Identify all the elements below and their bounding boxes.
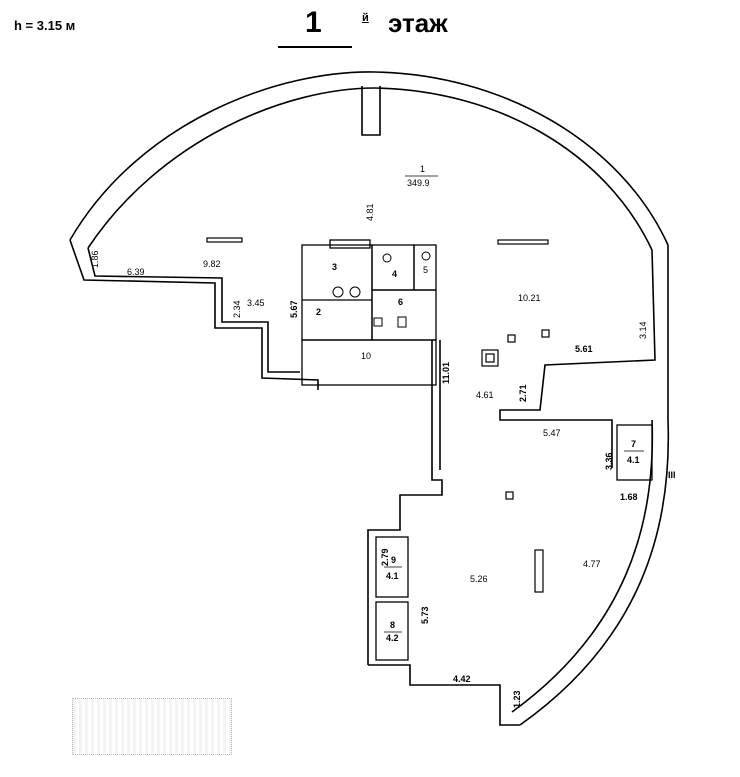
floor-suffix: й [362,12,369,24]
dim-2-79: 2.79 [380,548,390,566]
dim-4-77: 4.77 [583,559,601,569]
floor-underline [278,46,352,48]
room-10-wall [301,339,437,386]
room-8-number: 8 [390,620,395,630]
sink-icon [397,316,407,328]
dim-10-21: 10.21 [518,293,541,303]
room-1-area: 349.9 [407,178,430,188]
room-5-number: 5 [423,265,428,275]
partition-bar [206,237,243,243]
corridor-wall-left [367,340,443,665]
facade-walls [69,71,670,726]
small-rooms [375,424,653,661]
toilet-icon [349,286,361,298]
section-marker: III [668,470,676,480]
dim-1-23: 1.23 [512,690,522,708]
dim-5-73: 5.73 [420,606,430,624]
dim-6-39: 6.39 [127,267,145,277]
dim-3-14: 3.14 [638,321,648,339]
room-8-area: 4.2 [386,633,399,643]
partition-bar [497,239,549,245]
room-9-area: 4.1 [386,571,399,581]
dim-2-34: 2.34 [232,300,242,318]
dim-5-47: 5.47 [543,428,561,438]
service-block [301,239,437,386]
west-wall-inner [87,247,300,373]
column-core [485,353,495,363]
room-10-number: 10 [361,351,371,361]
column-icon [481,349,499,367]
dim-5-26: 5.26 [470,574,488,584]
sanitary-fixtures [332,251,431,328]
dim-4-61: 4.61 [476,390,494,400]
room-9-wall [375,536,409,598]
room-3-wall [301,244,373,341]
partition-bar [534,549,544,593]
room-6-number: 6 [398,297,403,307]
room-9-number: 9 [391,555,396,565]
dim-4-81: 4.81 [365,203,375,221]
room-4-number: 4 [392,269,397,279]
interior-features [206,237,550,593]
ceiling-height-label: h = 3.15 м [14,18,76,33]
floor-title: этаж [388,8,448,38]
room-7-number: 7 [631,439,636,449]
south-arc-outer [519,419,670,726]
partition [329,239,371,249]
room-3-number: 3 [332,262,337,272]
room-7-wall [616,424,653,481]
dim-2-71: 2.71 [518,384,528,402]
room-4-wall [371,244,415,291]
east-wall [499,249,656,468]
room-8-wall [375,601,409,661]
dim-11-01: 11.01 [441,362,451,384]
south-wall [368,664,520,726]
toilet-icon [332,286,344,298]
dim-5-67: 5.67 [289,300,299,318]
faded-stamp [72,698,232,755]
north-arc-outer [69,71,669,246]
room-6-wall [371,289,437,341]
dim-1-86: 1.86 [90,250,100,268]
column-top [361,86,381,136]
room-7-area: 4.1 [627,455,640,465]
room-1-number: 1 [420,164,425,174]
north-arc-inner [87,87,653,251]
column-icon [507,334,516,343]
dim-3-36: 3.36 [604,452,614,470]
dim-3-45: 3.45 [247,298,265,308]
toilet-icon [421,251,431,261]
dim-4-42: 4.42 [453,674,471,684]
west-wall [69,239,319,390]
dim-5-61: 5.61 [575,344,593,354]
floor-number: 1 [305,6,322,39]
sink-icon [373,317,383,327]
column-icon [505,491,514,500]
dim-1-68: 1.68 [620,492,638,502]
dim-9-82: 9.82 [203,259,221,269]
column-icon [541,329,550,338]
toilet-icon [382,253,392,263]
room-2-number: 2 [316,307,321,317]
